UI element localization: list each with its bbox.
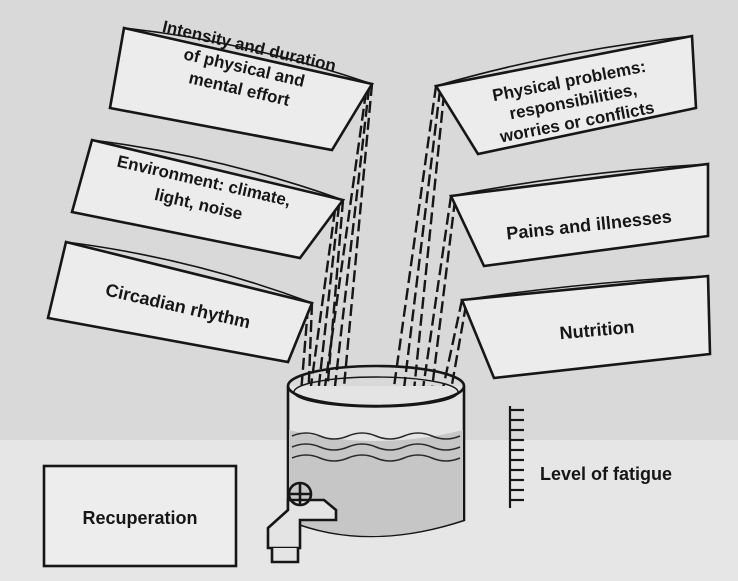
recuperation-label: Recuperation	[82, 508, 197, 528]
level-of-fatigue-label: Level of fatigue	[540, 464, 672, 484]
recuperation-box: Recuperation	[44, 466, 236, 566]
